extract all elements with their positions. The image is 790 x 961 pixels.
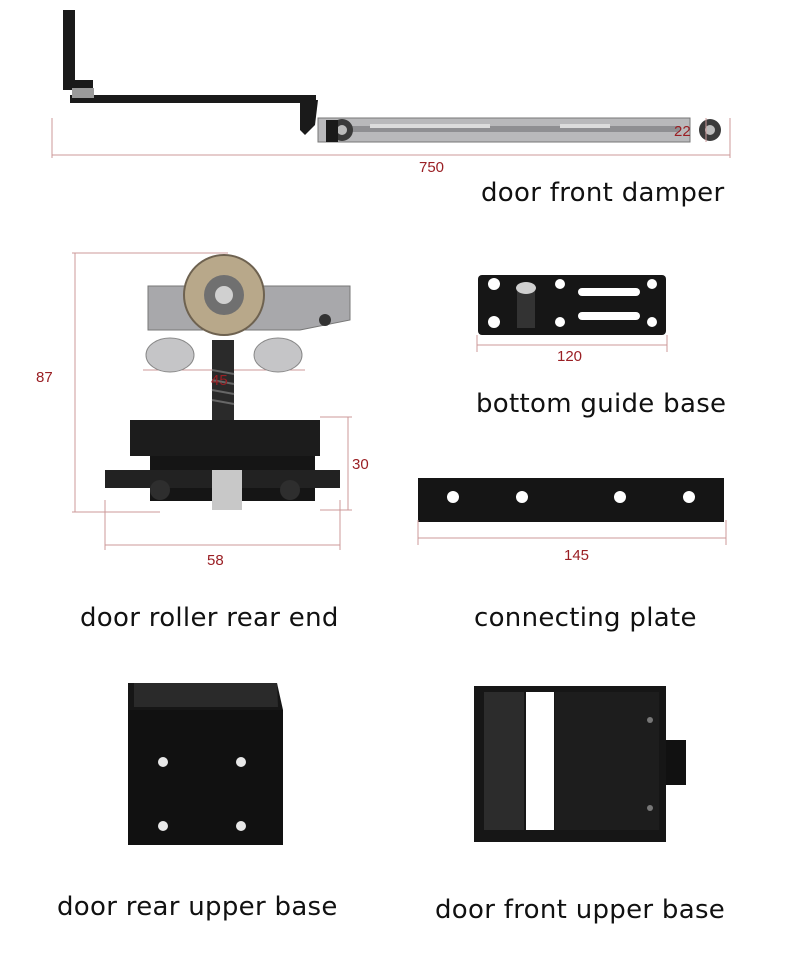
guide-base-length-label: 120 [557,348,583,365]
guide-base-illustration [478,275,666,335]
roller-width-label: 58 [207,552,224,569]
roller-height-label: 87 [36,369,53,386]
damper-length-label: 750 [419,159,445,176]
damper-width-label: 22 [674,123,691,140]
roller-illustration [105,254,351,510]
damper-dimension-lines [51,118,731,158]
roller-wheel-spacing-label: 45 [211,372,228,389]
front-upper-base-illustration [474,686,686,842]
damper-illustration [63,10,721,143]
label-bottom-guide-base: bottom guide base [476,389,727,419]
label-door-rear-upper-base: door rear upper base [57,892,338,922]
label-door-front-damper: door front damper [481,178,725,208]
guide-base-dimension-lines [476,335,668,352]
connecting-plate-illustration [418,478,724,522]
connecting-plate-length-label: 145 [564,547,590,564]
label-door-front-upper-base: door front upper base [435,895,726,925]
rear-upper-base-illustration [128,683,283,845]
label-connecting-plate: connecting plate [474,603,697,633]
roller-base-height-label: 30 [352,456,369,473]
label-door-roller-rear-end: door roller rear end [80,603,339,633]
connecting-plate-dimension-lines [417,520,727,545]
